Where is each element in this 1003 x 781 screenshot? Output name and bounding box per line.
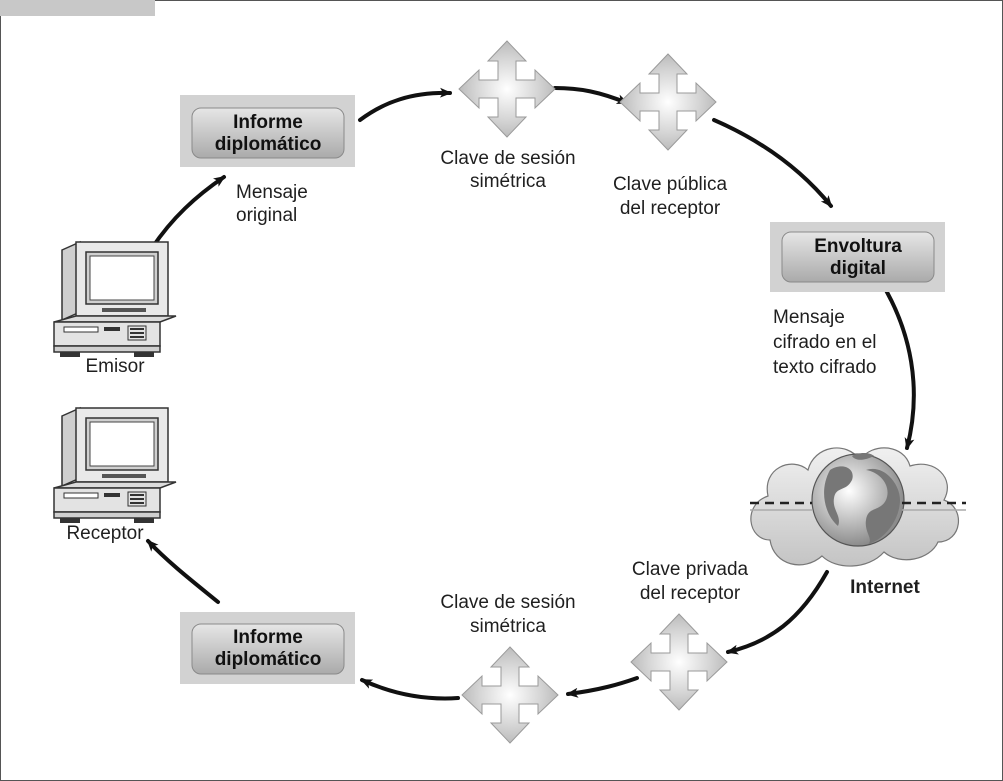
internet-cloud-icon [750,447,966,567]
arrow-publickey-to-envelope [712,118,833,208]
report-bottom-line1: Informe [233,627,303,648]
flow-arrows [146,86,916,701]
session-key-top-line2: simétrica [470,171,546,192]
envelope-line2: digital [830,258,886,279]
globe-icon [811,453,905,547]
report-top-line1: Informe [233,112,303,133]
receiver-label: Receptor [66,523,144,544]
public-key-line2: del receptor [620,198,721,219]
arrow-internet-to-privatekey [726,570,829,655]
report-top-line2: diplomático [215,134,322,155]
public-key-line1: Clave pública [613,174,727,195]
arrow-privatekey-to-sessionkey [566,676,639,698]
arrow-sessionkey-to-publickey [553,86,629,105]
figure-tab [0,0,155,16]
arrow-sessionkey-to-report [360,678,460,701]
cipher-message-line2: cifrado en el [773,332,877,353]
report-box-bottom: Informe diplomático [180,612,355,684]
session-key-bottom-line2: simétrica [470,616,546,637]
arrow-report-to-receiver [146,539,220,604]
sender-label: Emisor [85,356,145,377]
original-message-line2: original [236,205,297,226]
arrow-sender-to-report [150,175,226,250]
sender-computer-icon [53,241,177,358]
private-key-line2: del receptor [640,583,741,604]
internet-label: Internet [850,577,920,598]
arrow-envelope-to-internet [878,278,916,450]
envelope-line1: Envoltura [814,236,902,257]
arrow-report-to-sessionkey [358,87,452,122]
report-box-top: Informe diplomático [180,95,355,167]
report-bottom-line2: diplomático [215,649,322,670]
digital-envelope-box: Envoltura digital [770,222,945,292]
receiver-computer-icon [53,407,177,524]
session-key-bottom-line1: Clave de sesión [440,592,575,613]
private-key-line1: Clave privada [632,559,749,580]
cipher-message-line1: Mensaje [773,307,845,328]
session-key-top-line1: Clave de sesión [440,148,575,169]
cipher-message-line3: texto cifrado [773,357,877,378]
original-message-line1: Mensaje [236,182,308,203]
